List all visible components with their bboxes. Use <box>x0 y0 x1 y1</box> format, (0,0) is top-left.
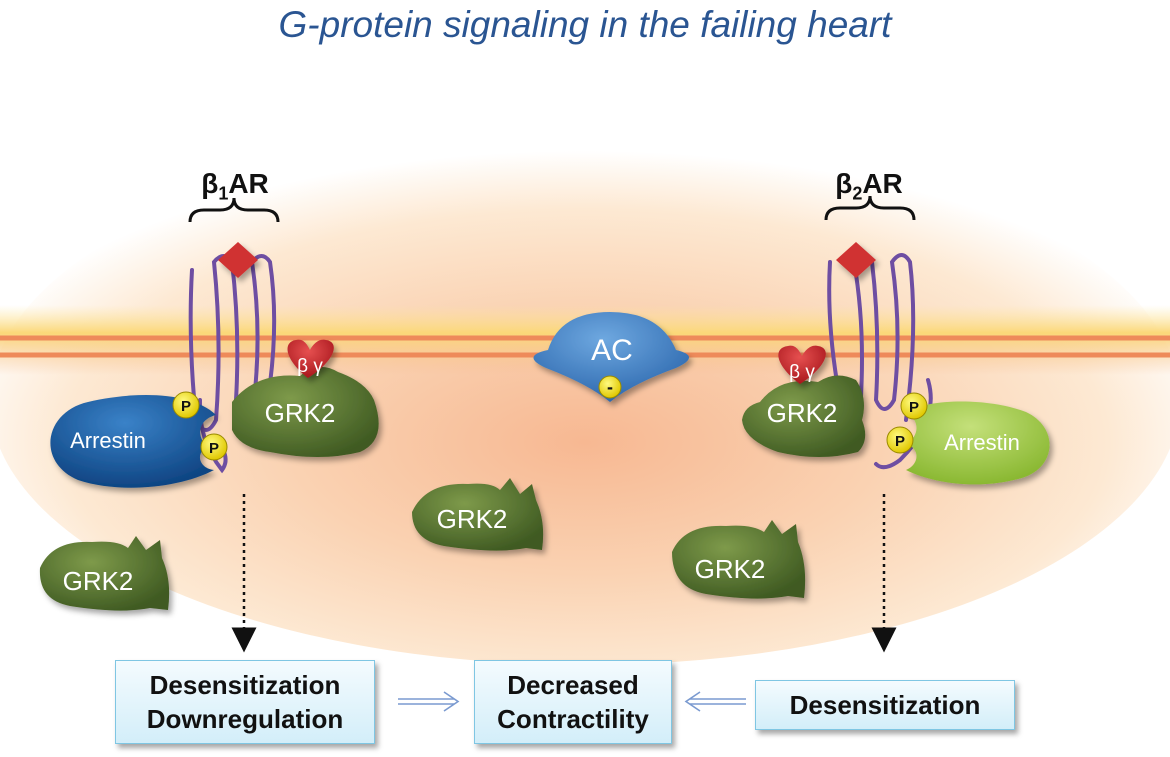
beta-gamma-left <box>287 339 334 378</box>
phospho-right-1-label: P <box>909 399 919 416</box>
grk2-membrane-right-label: GRK2 <box>767 398 838 428</box>
arrow-left-to-center <box>398 691 460 712</box>
adenylyl-cyclase <box>533 312 689 402</box>
ac-inhibition-marker <box>598 375 622 399</box>
beta-gamma-right-label: β γ <box>789 362 815 383</box>
ac-label: AC <box>591 334 633 367</box>
arrestin-left-label: Arrestin <box>70 428 146 453</box>
grk2-membrane-left <box>232 366 379 457</box>
outcome-center-line-2: Contractility <box>497 704 649 734</box>
beta1-receptor-label: β1AR <box>201 168 269 204</box>
beta2-ligand <box>836 242 876 278</box>
diagram-title: G-protein signaling in the failing heart <box>278 4 892 45</box>
grk2-membrane-right <box>742 375 866 457</box>
outcome-box-center: Decreased Contractility <box>474 660 672 744</box>
grk2-free-right <box>672 520 806 599</box>
grk2-free-left <box>39 536 170 611</box>
outcome-left-line-2: Downregulation <box>146 704 344 734</box>
beta2-receptor-label: β2AR <box>835 168 903 204</box>
phospho-right-2 <box>886 426 914 454</box>
outcome-right-line-1: Desensitization <box>789 690 981 720</box>
ac-sign-label: - <box>607 377 613 397</box>
cell-body <box>0 135 1170 665</box>
phospho-left-2-label: P <box>209 440 219 457</box>
arrow-right-to-center <box>684 691 746 712</box>
phospho-left-1-label: P <box>181 398 191 415</box>
grk2-free-left-label: GRK2 <box>63 566 134 596</box>
grk2-membrane-left-label: GRK2 <box>265 398 336 428</box>
outcome-left-line-1: Desensitization <box>149 670 341 700</box>
beta-gamma-right <box>778 345 826 384</box>
beta1-receptor-brace <box>188 197 280 223</box>
beta-gamma-left-label: β γ <box>297 356 323 377</box>
phospho-left-2 <box>200 433 228 461</box>
arrestin-right-label: Arrestin <box>944 430 1020 455</box>
outcome-center-line-1: Decreased <box>507 670 639 700</box>
grk2-free-right-label: GRK2 <box>695 554 766 584</box>
arrestin-right <box>906 401 1050 485</box>
phospho-right-2-label: P <box>895 433 905 450</box>
grk2-free-center-label: GRK2 <box>437 504 508 534</box>
phospho-right-1 <box>900 392 928 420</box>
beta1-ligand <box>218 242 258 278</box>
grk2-free-center <box>412 478 544 551</box>
outcome-box-right: Desensitization <box>755 680 1015 730</box>
outcome-box-left: Desensitization Downregulation <box>115 660 375 744</box>
phospho-left-1 <box>172 391 200 419</box>
beta2-receptor-brace <box>824 195 916 221</box>
arrestin-left <box>50 395 216 488</box>
